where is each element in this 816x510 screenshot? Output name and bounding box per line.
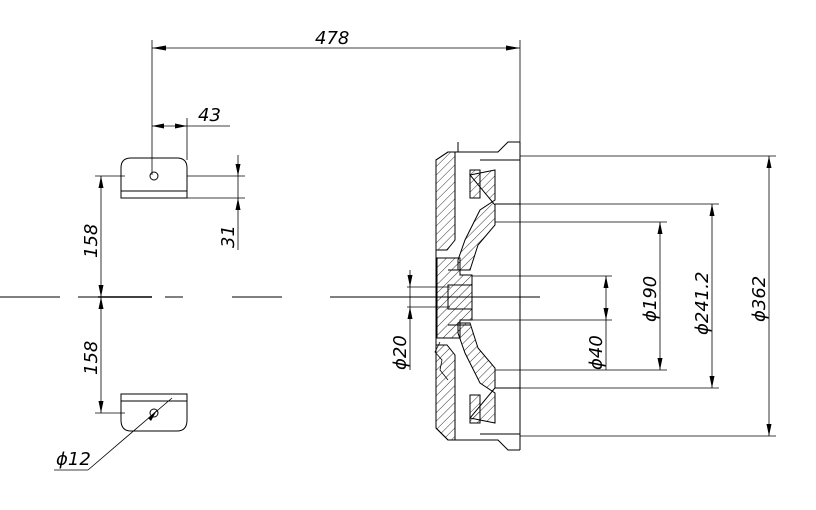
dim-label-outer-diameter: ϕ362 (749, 276, 770, 322)
dim-label-inner-diameter: ϕ190 (640, 276, 661, 322)
dim-pitch-diameter: ϕ241.2 (495, 203, 719, 389)
dim-hole-offset: 43 (152, 105, 230, 160)
dim-label-bore-diameter: ϕ40 (586, 335, 607, 370)
dim-shaft-diameter: ϕ20 (390, 270, 450, 370)
dim-upper-spacing: 158 (81, 175, 125, 297)
dim-outer-diameter: ϕ362 (520, 155, 776, 437)
dim-label-shaft-diameter: ϕ20 (390, 335, 411, 370)
dim-bracket-height: 31 (187, 155, 245, 250)
dim-label-hole-offset: 43 (198, 105, 221, 126)
dim-lower-spacing: 158 (81, 297, 125, 414)
dim-hole-diameter: ϕ12 (54, 397, 173, 471)
dim-label-bracket-height: 31 (218, 225, 239, 248)
dim-overall-length: 478 (151, 28, 521, 175)
dim-bore-diameter: ϕ40 (472, 275, 612, 370)
dim-label-overall-length: 478 (315, 28, 349, 49)
clutch-section (434, 141, 521, 451)
dim-label-upper-spacing: 158 (81, 224, 102, 258)
dim-label-pitch-diameter: ϕ241.2 (692, 272, 713, 335)
upper-bracket (120, 157, 188, 199)
lower-bracket (120, 393, 188, 432)
dim-label-hole-diameter: ϕ12 (56, 449, 91, 470)
dim-label-lower-spacing: 158 (81, 341, 102, 375)
dim-inner-diameter: ϕ190 (495, 221, 667, 371)
